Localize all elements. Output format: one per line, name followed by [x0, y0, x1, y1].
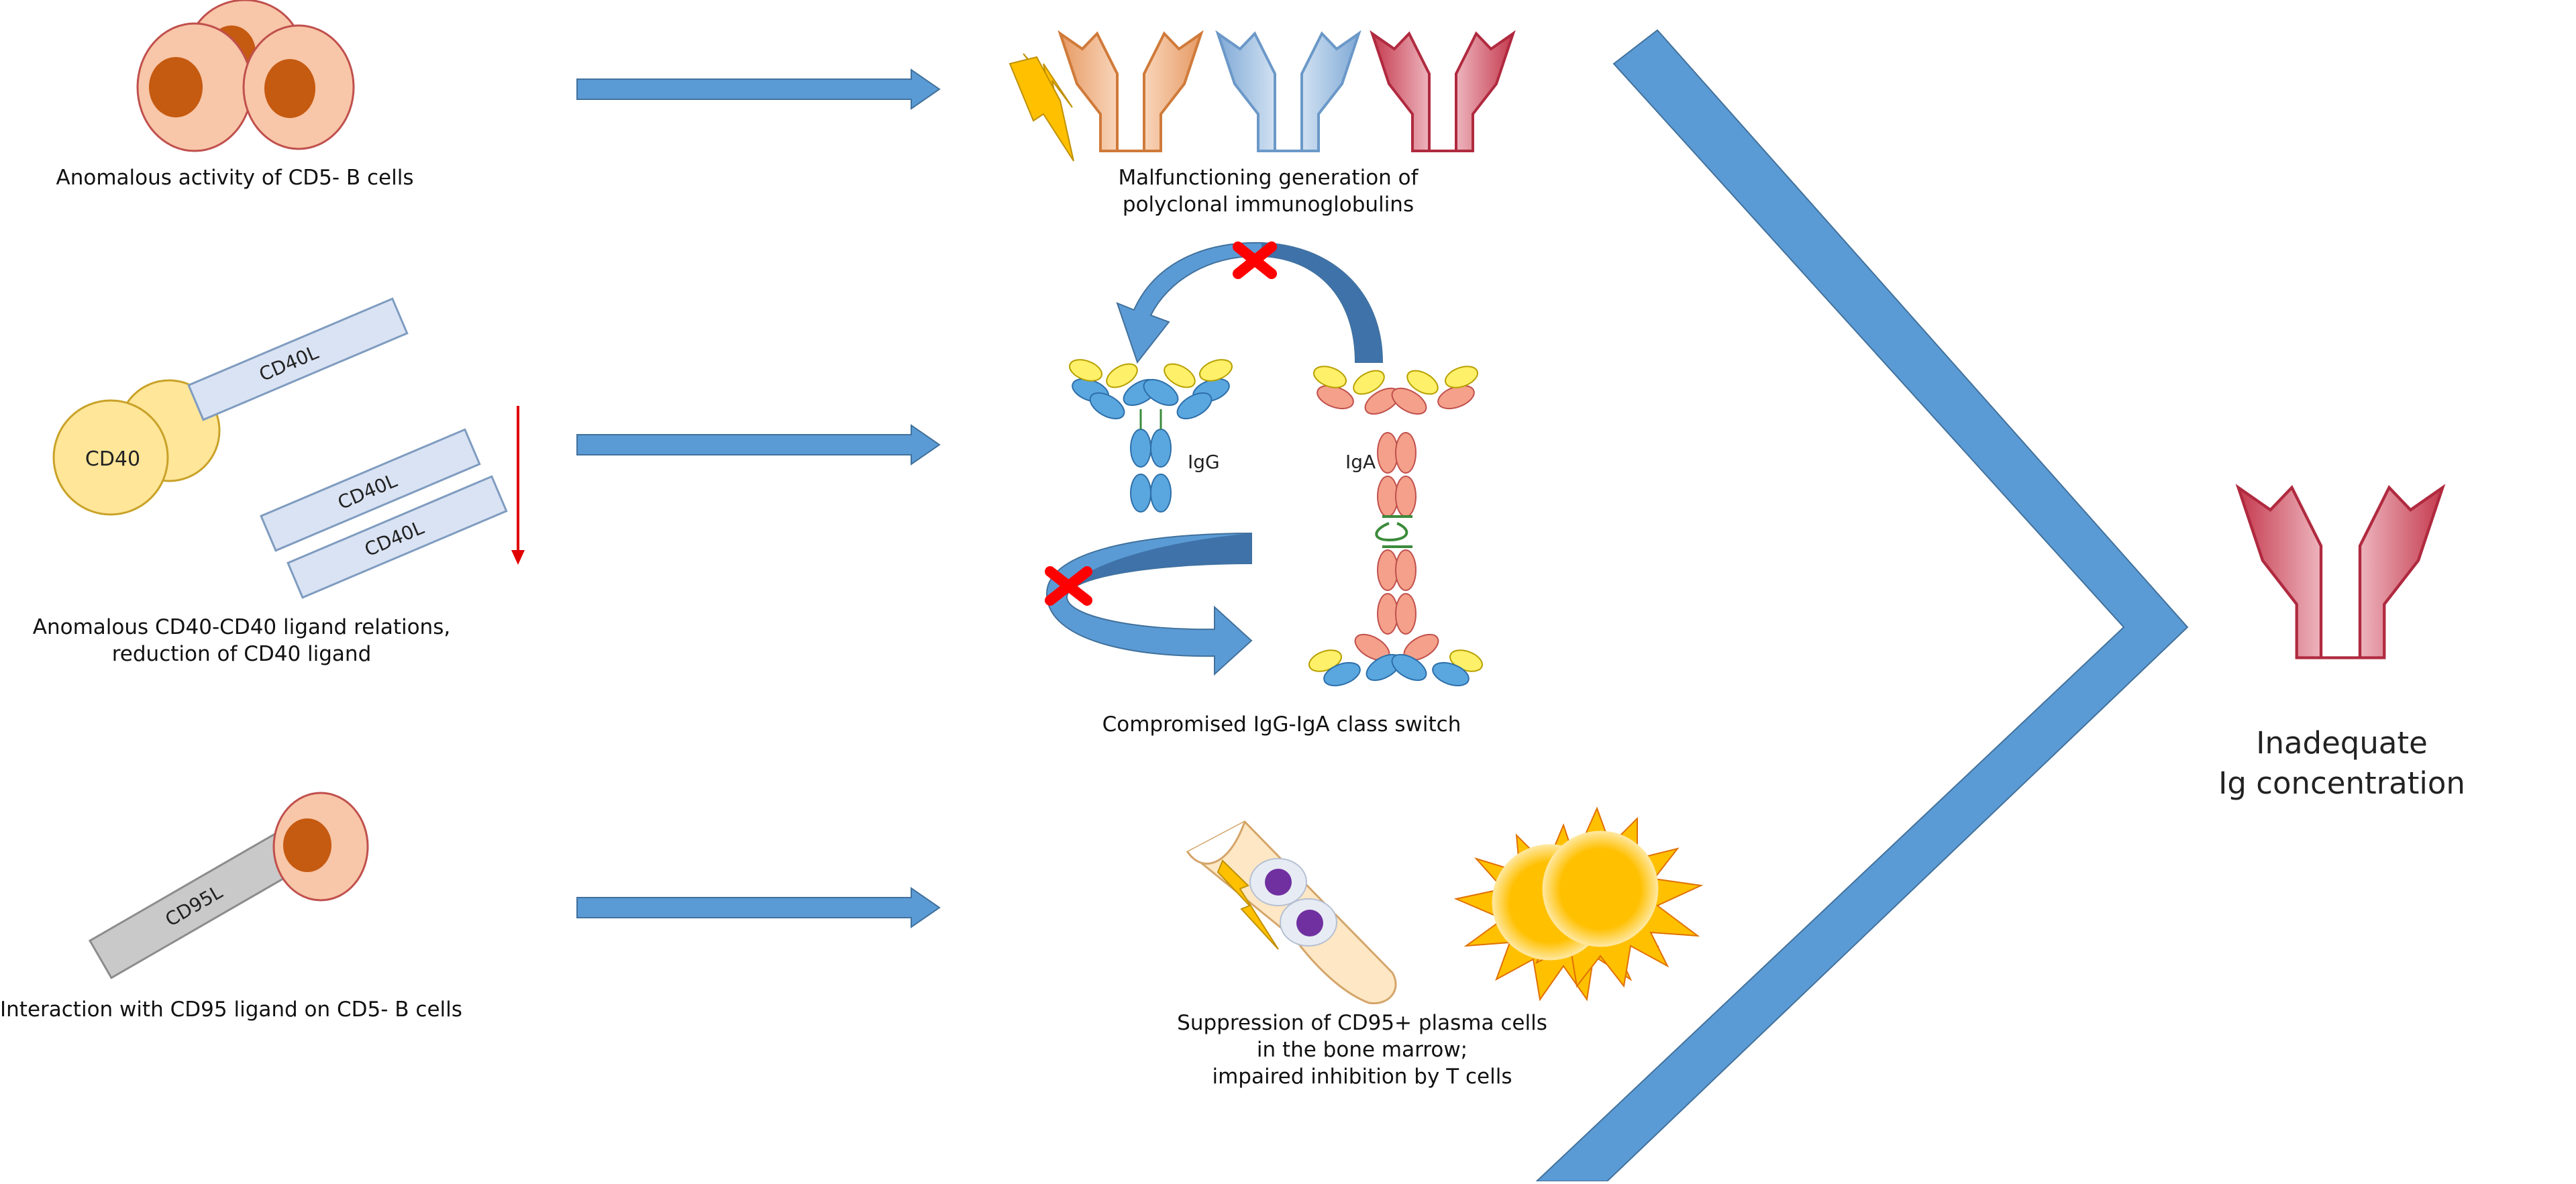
- cd95-interaction-label: Interaction with CD95 ligand on CD5- B c…: [0, 998, 462, 1022]
- cd40-cell: CD40: [52, 379, 221, 516]
- malfunction-label: Malfunctioning generation of polyclonal …: [1118, 166, 1419, 217]
- curved-arrow-bottom: [1045, 532, 1253, 676]
- class-switch-label: Compromised IgG-IgA class switch: [1102, 712, 1461, 737]
- igg-antibody-icon: IgG: [1069, 359, 1233, 513]
- reduction-arrow-icon: [511, 406, 525, 565]
- cd40l-free-2: CD40L: [287, 475, 508, 599]
- result-antibody-icon: [2238, 488, 2443, 658]
- cd40-tag: CD40: [85, 447, 140, 471]
- cd5-activity-label: Anomalous activity of CD5- B cells: [56, 166, 414, 190]
- arrow-row3: [576, 887, 941, 928]
- cd5-b-cell-single: [272, 792, 369, 902]
- igg-tag: IgG: [1188, 451, 1220, 473]
- antibody-orange-icon: [1059, 32, 1202, 152]
- antibody-blue-icon: [1217, 32, 1360, 152]
- block-cross-top-icon: [1233, 241, 1277, 279]
- plasma-suppression-label: Suppression of CD95+ plasma cells in the…: [1177, 1011, 1547, 1089]
- convergence-chevron: [1535, 29, 2189, 1182]
- cd40-relations-label: Anomalous CD40-CD40 ligand relations, re…: [32, 615, 451, 666]
- result-label: Inadequate Ig concentration: [2218, 725, 2465, 801]
- arrow-row1: [576, 68, 941, 110]
- t-cells-icon: [1453, 806, 1704, 1002]
- arrow-row2: [576, 424, 941, 466]
- iga-antibody-icon: IgA: [1308, 366, 1483, 687]
- cd5-b-cell-cluster: [136, 0, 355, 152]
- antibody-red-icon: [1371, 32, 1514, 152]
- iga-tag: IgA: [1345, 451, 1376, 473]
- bone-marrow-icon: [1186, 820, 1397, 1005]
- cd95l-receptor: CD95L: [88, 828, 305, 979]
- block-cross-bottom-icon: [1045, 566, 1092, 606]
- curved-arrow-top: [1116, 241, 1384, 364]
- lightning-icon: [1009, 53, 1074, 162]
- cd40l-bound: CD40L: [187, 297, 409, 421]
